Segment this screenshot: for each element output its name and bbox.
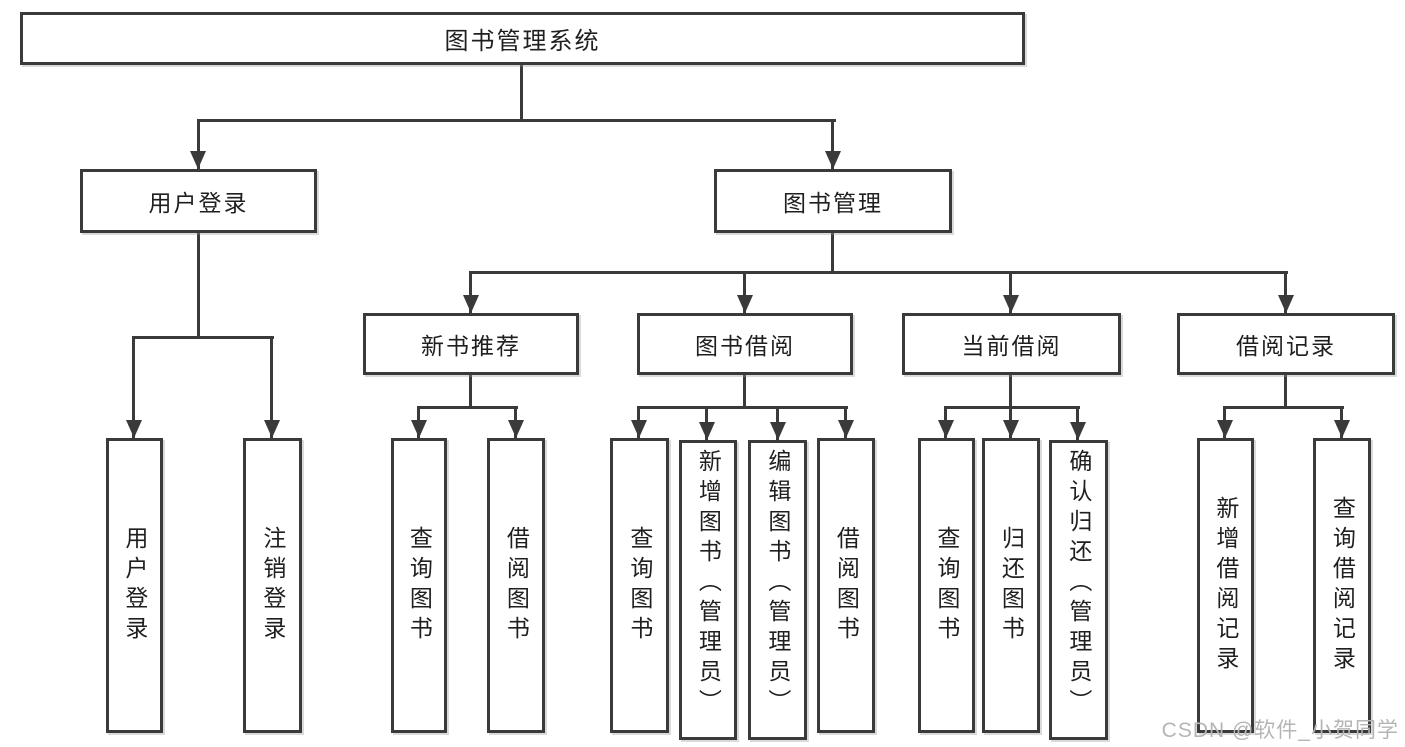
connector-line: [197, 119, 836, 122]
arrow-down-icon: [737, 295, 753, 313]
arrow-down-icon: [838, 420, 854, 438]
connector-line: [469, 271, 1288, 274]
node-leaf-query-books-2: 查询图书: [610, 438, 669, 733]
node-leaf-edit-books-admin: 编辑图书（管理员）: [748, 440, 807, 740]
connector-line: [197, 119, 200, 169]
connector-line: [944, 406, 1080, 409]
connector-line: [417, 406, 518, 409]
arrow-down-icon: [463, 295, 479, 313]
node-current-borrow: 当前借阅: [902, 313, 1121, 375]
leaf-label: 借阅图书: [833, 525, 860, 646]
arrow-down-icon: [770, 422, 786, 440]
arrow-down-icon: [1278, 295, 1294, 313]
leaf-label: 用户登录: [121, 525, 148, 646]
connector-line: [197, 233, 200, 338]
node-leaf-borrow-books-2: 借阅图书: [817, 438, 875, 733]
connector-line: [1284, 375, 1287, 408]
arrow-down-icon: [1070, 422, 1086, 440]
node-leaf-query-books-1: 查询图书: [391, 438, 447, 733]
node-book-borrow: 图书借阅: [637, 313, 853, 375]
connector-line: [831, 233, 834, 273]
connector-line: [132, 336, 135, 438]
leaf-label: 查询图书: [933, 525, 960, 646]
node-root-library-system: 图书管理系统: [20, 12, 1025, 65]
connector-line: [637, 406, 848, 409]
arrow-down-icon: [190, 151, 206, 169]
node-user-login: 用户登录: [80, 169, 317, 233]
node-borrow-records: 借阅记录: [1177, 313, 1395, 375]
leaf-label: 新增图书（管理员）: [695, 449, 722, 719]
node-leaf-user-login: 用户登录: [106, 438, 163, 733]
node-leaf-query-books-3: 查询图书: [918, 438, 975, 733]
node-book-management: 图书管理: [714, 169, 952, 233]
connector-line: [743, 375, 746, 408]
arrow-down-icon: [264, 420, 280, 438]
arrow-down-icon: [699, 422, 715, 440]
arrow-down-icon: [508, 420, 524, 438]
leaf-label: 确认归还（管理员）: [1065, 449, 1092, 719]
connector-line: [1284, 271, 1287, 313]
connector-line: [469, 375, 472, 408]
leaf-label: 新增借阅记录: [1212, 495, 1239, 676]
connector-line: [1009, 375, 1012, 408]
connector-line: [469, 271, 472, 313]
connector-line: [1223, 406, 1344, 409]
arrow-down-icon: [1003, 295, 1019, 313]
leaf-label: 归还图书: [998, 525, 1025, 646]
connector-line: [270, 336, 273, 438]
connector-line: [520, 65, 523, 122]
leaf-label: 编辑图书（管理员）: [764, 449, 791, 719]
arrow-down-icon: [126, 420, 142, 438]
arrow-down-icon: [631, 420, 647, 438]
connector-line: [1009, 271, 1012, 313]
node-leaf-add-books-admin: 新增图书（管理员）: [679, 440, 737, 740]
node-leaf-add-borrow-record: 新增借阅记录: [1197, 438, 1254, 733]
node-new-book-recommend: 新书推荐: [363, 313, 579, 375]
node-leaf-return-books: 归还图书: [982, 438, 1040, 733]
leaf-label: 借阅图书: [503, 525, 530, 646]
leaf-label: 查询图书: [626, 525, 653, 646]
node-leaf-borrow-books-1: 借阅图书: [487, 438, 545, 733]
arrow-down-icon: [411, 420, 427, 438]
node-leaf-confirm-return-admin: 确认归还（管理员）: [1049, 440, 1108, 740]
leaf-label: 查询图书: [406, 525, 433, 646]
csdn-watermark: CSDN @软件_小贺同学: [1161, 719, 1399, 742]
arrow-down-icon: [1334, 420, 1350, 438]
arrow-down-icon: [938, 420, 954, 438]
connector-line: [831, 119, 834, 169]
connector-line: [743, 271, 746, 313]
leaf-label: 查询借阅记录: [1329, 495, 1356, 676]
arrow-down-icon: [1003, 420, 1019, 438]
node-leaf-logout: 注销登录: [243, 438, 302, 733]
node-leaf-query-borrow-record: 查询借阅记录: [1313, 438, 1371, 733]
arrow-down-icon: [825, 151, 841, 169]
connector-line: [132, 336, 274, 339]
arrow-down-icon: [1217, 420, 1233, 438]
leaf-label: 注销登录: [259, 525, 286, 646]
